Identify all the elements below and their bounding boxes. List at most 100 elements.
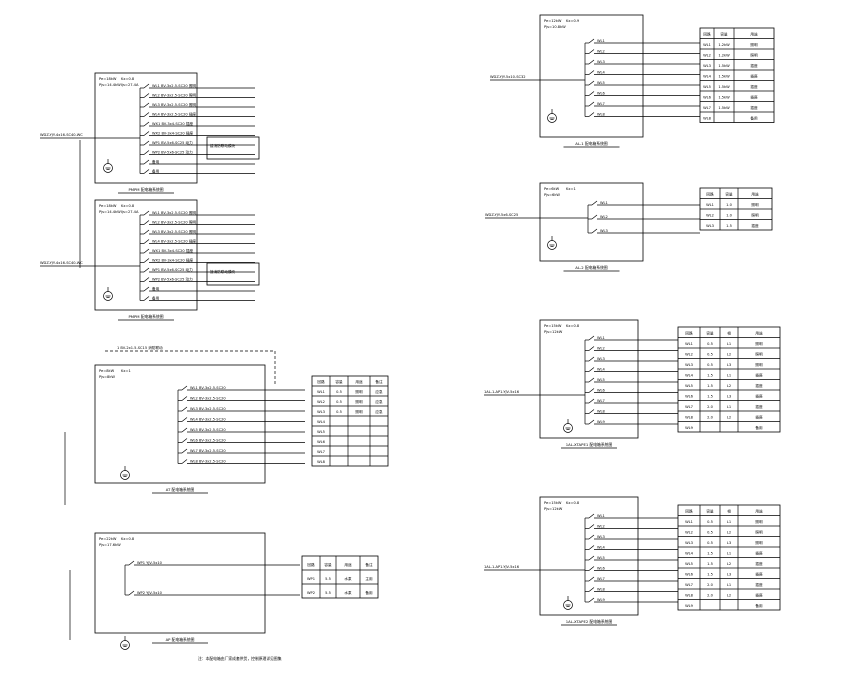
table-cell: 水泵: [344, 590, 352, 595]
circuit-label: WL1: [600, 201, 608, 205]
circuit-label: WL5 BV-3x2.5-SC20: [190, 428, 226, 432]
table-cell: 1.5: [707, 374, 713, 378]
breaker-icon: [143, 277, 150, 282]
circuit-label: WL2: [597, 524, 605, 528]
breaker-icon: [588, 356, 595, 362]
panel-header-text: Kx=1: [566, 187, 576, 191]
breaker-icon: [181, 417, 188, 422]
table-cell: WL5: [685, 384, 693, 388]
table-cell: 插座: [755, 394, 763, 399]
table-cell: 照明: [750, 42, 758, 47]
table-cell: 1.5: [707, 573, 713, 577]
table-cell: 1.5: [707, 395, 713, 399]
table-cell: 1.5: [707, 384, 713, 388]
table-cell: WL8: [685, 594, 694, 598]
breaker-icon: [588, 597, 595, 603]
panel-header-text: Kx=1: [121, 369, 131, 373]
panel-box: [94, 199, 198, 311]
table-cell: 0.5: [707, 363, 713, 367]
table-header-cell: 备注: [375, 379, 383, 384]
panel-header-text: Pe=6kW: [544, 187, 560, 191]
table-cell: 1.5kW: [718, 85, 730, 89]
circuit-table: 回路WL1WL2WL3WL4WL5WL6WL7WL8WL9容量0.50.50.5…: [677, 504, 781, 611]
panel-header-text: Kx=0.9: [566, 19, 580, 23]
breaker-icon: [588, 335, 595, 341]
table-cell: L2: [727, 353, 731, 357]
table-frame: [301, 555, 379, 599]
table-cell: WL3: [706, 224, 714, 228]
table-cell: 插座: [755, 551, 763, 556]
table-cell: WL1: [317, 390, 325, 394]
table-cell: 主用: [365, 576, 373, 581]
table-cell: WL8: [703, 117, 712, 121]
breaker-icon: [591, 214, 598, 220]
circuit-label: WL7: [597, 399, 605, 403]
table-cell: WL8: [317, 460, 326, 464]
breaker-icon: [143, 121, 150, 127]
table-cell: 应急: [375, 389, 383, 394]
panel-box: [94, 364, 266, 484]
breaker-icon: [588, 587, 595, 592]
panel-header-text: Pe=22kW: [99, 537, 117, 541]
circuit-label: WL4: [597, 70, 606, 74]
breaker-icon: [588, 409, 595, 414]
table-cell: L1: [727, 342, 731, 346]
breaker-icon: [181, 459, 188, 464]
table-cell: 备用: [755, 603, 763, 608]
panel-header-text: Kx=0.8: [121, 77, 135, 81]
table-cell: 2.0: [707, 416, 713, 420]
table-cell: 0.5: [707, 353, 713, 357]
breaker-icon: [143, 248, 150, 254]
table-cell: L3: [727, 363, 731, 367]
table-cell: 1.5: [707, 552, 713, 556]
circuit-label: WL3: [597, 357, 605, 361]
table-cell: WL7: [317, 450, 325, 454]
circuit-label: WL9: [597, 598, 606, 602]
table-cell: 照明: [755, 519, 763, 524]
circuit-label: WL3 BV-3x2.5-SC20 照明: [152, 102, 196, 107]
circuit-label: WL1: [597, 336, 605, 340]
breaker-icon: [143, 239, 150, 244]
breaker-icon: [181, 406, 188, 412]
circuit-label: WL2: [597, 346, 605, 350]
table-header-cell: 容量: [706, 331, 714, 336]
table-cell: 插座: [750, 105, 758, 110]
table-cell: WL7: [685, 405, 693, 409]
circuit-label: WL8: [597, 587, 606, 591]
table-cell: 1.5kW: [718, 96, 730, 100]
table-cell: L1: [727, 520, 731, 524]
table-cell: L2: [727, 594, 731, 598]
panel-header-text: Kx=0.8: [121, 537, 135, 541]
breaker-icon: [588, 346, 595, 351]
panel-header-text: Kx=0.8: [566, 324, 580, 328]
circuit-label: WP1 BV-5x6-SC25 动力: [152, 140, 193, 145]
breaker-icon: [588, 91, 595, 96]
circuit-label: WL3: [597, 60, 605, 64]
panel-header-text: Pjs=14.4kW: [99, 83, 121, 87]
table-header-cell: 相: [727, 331, 731, 336]
breaker-icon: [588, 388, 595, 393]
panel-caption: AT 配电箱系统图: [166, 487, 195, 492]
incoming-label: WDZ-YJY-5x10-SC32: [490, 75, 526, 79]
table-cell: 5.5: [325, 591, 331, 595]
table-cell: 备用: [755, 425, 763, 430]
circuit-label: WL5: [597, 81, 605, 85]
circuit-label: WL7: [597, 102, 605, 106]
table-cell: 插座: [750, 84, 758, 89]
table-cell: WL2: [706, 214, 714, 218]
table-cell: WL9: [685, 426, 694, 430]
breaker-icon: [588, 419, 595, 425]
table-header-cell: 用途: [750, 32, 758, 37]
breaker-icon: [588, 576, 595, 582]
table-cell: WL2: [703, 54, 711, 58]
breaker-icon: [181, 396, 188, 401]
circuit-label: WL6: [597, 388, 606, 392]
feeder-risers: [64, 140, 81, 640]
table-header-cell: 容量: [725, 192, 733, 197]
control-line-label: 1 BV-2x1.5-SC15 消防联动: [117, 345, 163, 350]
breaker-icon: [143, 150, 150, 155]
table-cell: 照明: [755, 341, 763, 346]
table-cell: 0.5: [707, 342, 713, 346]
panel-caption: AL-2 配电箱系统图: [575, 265, 608, 270]
